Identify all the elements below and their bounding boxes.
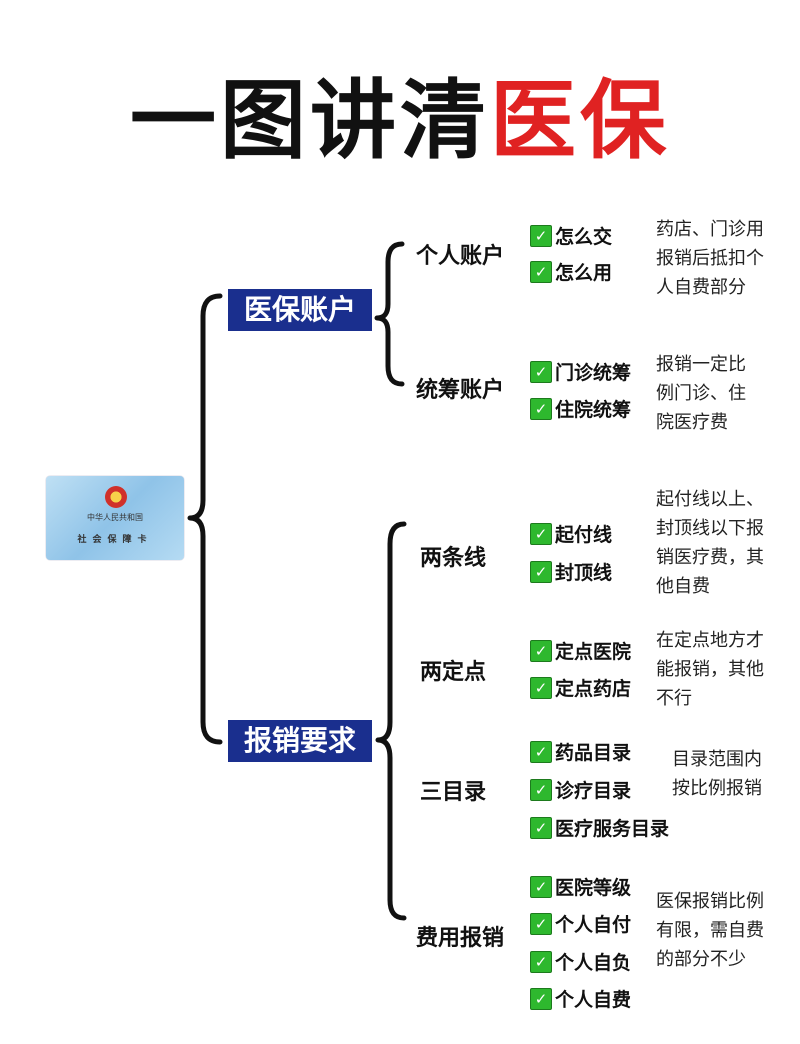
subcategory-two-lines: 两条线 [420,546,487,571]
list-item: ✓门诊统筹 [530,358,631,385]
checkmark-icon: ✓ [530,360,552,383]
list-item: ✓定点药店 [530,674,631,701]
checkmark-icon: ✓ [530,560,552,583]
checkmark-icon: ✓ [530,522,552,545]
checkmark-icon: ✓ [530,639,552,662]
checkmark-icon: ✓ [530,912,552,935]
checkmark-icon: ✓ [530,676,552,699]
list-item: ✓药品目录 [530,738,631,765]
page-title: 一图讲清医保 [0,66,800,176]
checkmark-icon: ✓ [530,950,552,973]
note-two-designated: 在定点地方才 能报销，其他 不行 [656,630,764,709]
main-bracket [187,293,223,745]
card-country-text: 中华人民共和国 [87,513,143,522]
checkmark-icon: ✓ [530,224,552,247]
title-part-red: 医保 [490,71,670,171]
account-bracket [374,241,405,387]
checkmark-icon: ✓ [530,875,552,898]
list-item: ✓怎么用 [530,258,612,285]
note-three-catalogs: 目录范围内 按比例报销 [672,749,762,799]
note-two-lines: 起付线以上、 封顶线以下报 销医疗费，其 他自费 [656,489,764,597]
list-item: ✓怎么交 [530,222,612,249]
category-reimbursement-requirements: 报销要求 [228,720,372,762]
card-name-text: 社会保障卡 [77,535,153,545]
list-item: ✓诊疗目录 [530,776,631,803]
list-item: ✓起付线 [530,520,612,547]
list-item: ✓封顶线 [530,558,612,585]
subcategory-three-catalogs: 三目录 [420,780,487,805]
subcategory-two-designated: 两定点 [420,660,487,685]
note-expense-reimbursement: 医保报销比例 有限，需自费 的部分不少 [656,891,764,970]
list-item: ✓住院统筹 [530,395,631,422]
list-item: ✓医院等级 [530,873,631,900]
note-personal-account: 药店、门诊用 报销后抵扣个 人自费部分 [656,219,764,298]
subcategory-expense-reimbursement: 费用报销 [416,926,505,951]
category-medical-account: 医保账户 [228,289,372,331]
national-emblem-icon [105,486,127,508]
checkmark-icon: ✓ [530,816,552,839]
checkmark-icon: ✓ [530,987,552,1010]
note-pooled-account: 报销一定比 例门诊、住 院医疗费 [656,354,746,433]
subcategory-personal-account: 个人账户 [416,244,505,269]
checkmark-icon: ✓ [530,778,552,801]
subcategory-pooled-account: 统筹账户 [416,378,505,403]
checkmark-icon: ✓ [530,397,552,420]
list-item: ✓个人自负 [530,948,631,975]
list-item: ✓个人自费 [530,985,631,1012]
list-item: ✓定点医院 [530,637,631,664]
checkmark-icon: ✓ [530,260,552,283]
list-item: ✓个人自付 [530,910,631,937]
social-security-card-image: 中华人民共和国 社会保障卡 [46,476,184,560]
title-part-black: 一图讲清 [130,71,490,171]
checkmark-icon: ✓ [530,740,552,763]
list-item: ✓医疗服务目录 [530,814,669,841]
requirements-bracket [375,521,407,921]
